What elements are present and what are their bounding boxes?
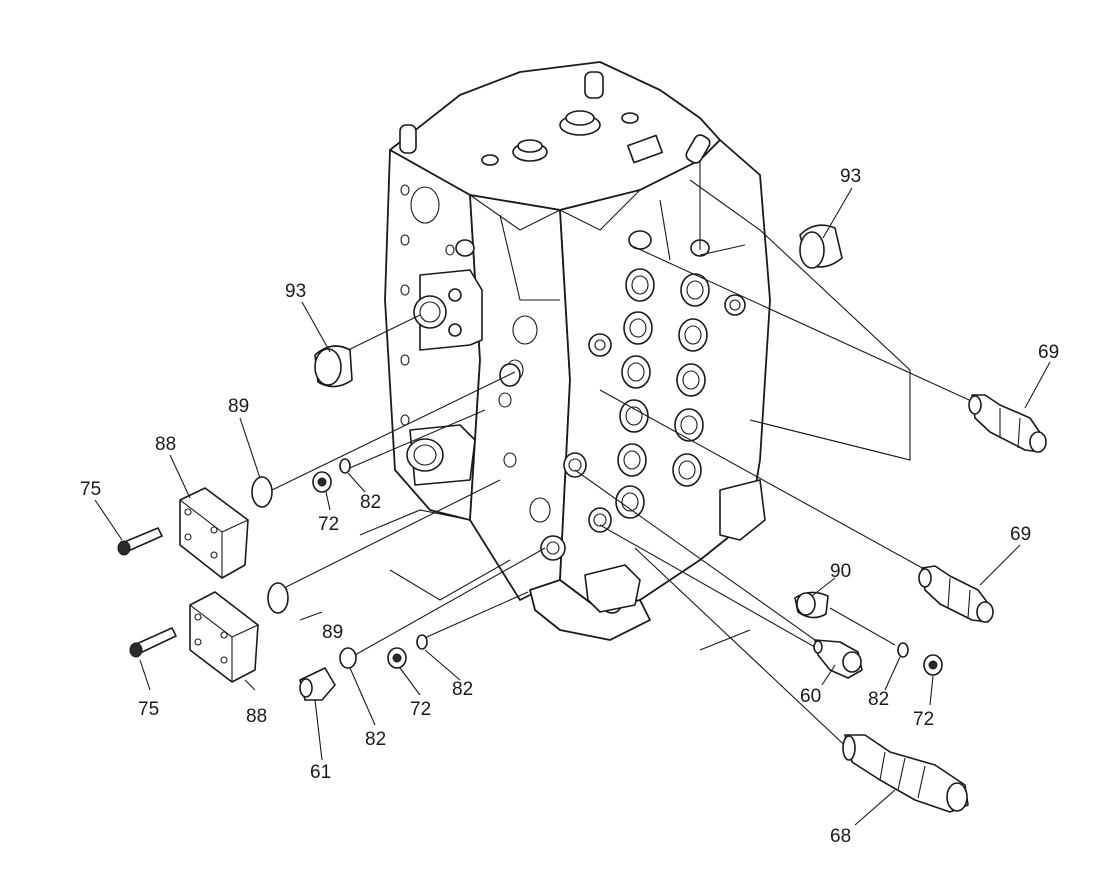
label-82-right: 82: [868, 689, 889, 710]
label-82-lower-left: 82: [365, 729, 386, 750]
plug-72-right: [923, 654, 943, 676]
cover-plate-88-lower: [189, 591, 259, 683]
bolt-75-upper: [117, 527, 163, 556]
o-ring-82-upper: [339, 458, 351, 474]
label-75-upper: 75: [80, 479, 101, 500]
o-ring-82-right: [897, 642, 909, 658]
label-88-upper: 88: [155, 434, 176, 455]
label-88-lower: 88: [246, 706, 267, 727]
seal-ring-columns: [615, 268, 710, 519]
relief-valve-69-lower: [918, 565, 994, 623]
label-89-upper: 89: [228, 396, 249, 417]
label-90: 90: [830, 561, 851, 582]
label-72-right: 72: [913, 709, 934, 730]
o-ring-82-middle: [416, 634, 428, 650]
plug-72-middle: [387, 647, 407, 669]
label-75-lower: 75: [138, 699, 159, 720]
bolt-75-lower: [129, 627, 177, 658]
plug-93-upper: [799, 224, 843, 269]
plug-72-upper: [312, 471, 332, 493]
label-69-upper: 69: [1038, 342, 1059, 363]
assembly-lines: [267, 179, 981, 756]
left-face-holes: [400, 184, 455, 476]
label-82-middle: 82: [452, 679, 473, 700]
label-93-lower: 93: [285, 281, 306, 302]
plug-93-lower: [314, 345, 353, 388]
valve-60: [813, 639, 863, 679]
label-60: 60: [800, 686, 821, 707]
o-ring-89-upper: [251, 476, 273, 508]
label-93-upper: 93: [840, 166, 861, 187]
plug-90: [794, 591, 829, 619]
label-61: 61: [310, 762, 331, 783]
label-69-lower: 69: [1010, 524, 1031, 545]
fitting-61: [299, 667, 336, 701]
label-68: 68: [830, 826, 851, 847]
label-72-upper: 72: [318, 514, 339, 535]
valve-block: [384, 61, 771, 641]
valve-68: [842, 734, 969, 813]
o-ring-82-lower-left: [339, 647, 357, 669]
callout-labels: 93 93 69 69 89 89 88 88 75 75 72 72 72 8…: [80, 166, 1059, 847]
label-72-middle: 72: [410, 699, 431, 720]
label-89-lower: 89: [322, 622, 343, 643]
cover-plate-88-upper: [179, 487, 249, 579]
label-82-upper: 82: [360, 492, 381, 513]
callout-leaders: [94, 187, 1051, 826]
o-ring-89-lower: [267, 582, 289, 614]
relief-valve-69-upper: [968, 394, 1047, 453]
